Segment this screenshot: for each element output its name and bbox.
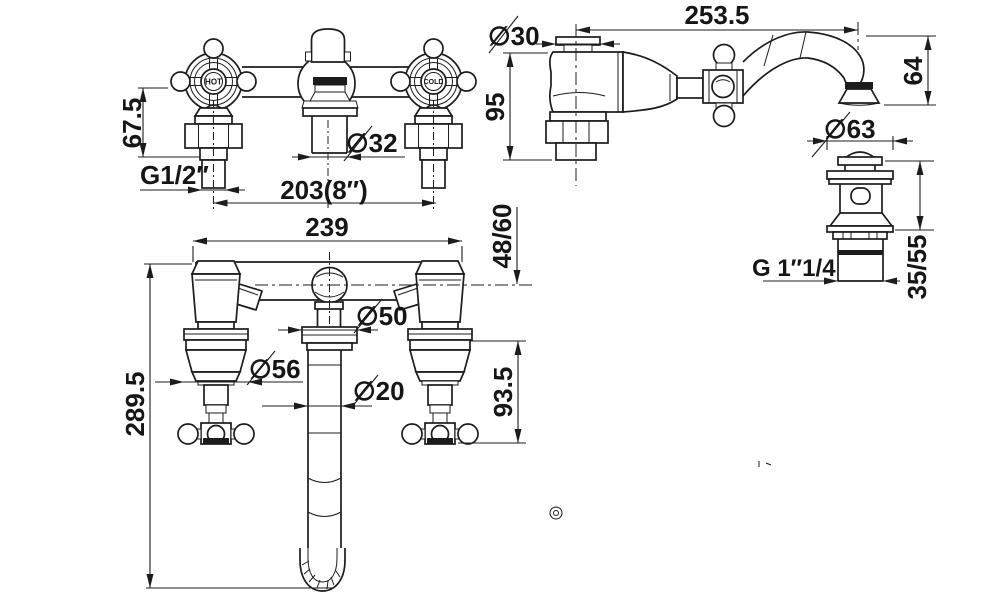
front-view-wall-mount-faucet: HOT COLD 67.5 G1/2″ ∅32 — [117, 28, 477, 210]
spout-shank — [311, 116, 348, 154]
side-view-faucet: ∅30 253.5 95 64 — [480, 0, 936, 186]
tube-end-coupling — [299, 548, 346, 592]
svg-text:G 1″1/4: G 1″1/4 — [752, 255, 836, 282]
spout-riser — [310, 28, 346, 63]
dim-escutcheon-diameter: ∅30 — [488, 15, 620, 54]
speck-marks — [758, 461, 772, 467]
svg-text:∅20: ∅20 — [353, 376, 405, 406]
dim-flange-diameter: ∅63 — [807, 111, 913, 158]
overflow-slot — [850, 187, 871, 205]
spout-outlet — [837, 88, 881, 104]
dim-body-height: 67.5 — [117, 87, 200, 158]
svg-text:48/60: 48/60 — [487, 203, 517, 268]
dim-deck-range: 48/60 — [487, 203, 521, 284]
dim-center-flange-diameter: ∅50 — [278, 298, 408, 334]
spout-curve — [742, 31, 865, 89]
dim-spout-diameter: ∅32 — [292, 125, 405, 162]
svg-text:64: 64 — [898, 56, 928, 85]
svg-text:203(8″): 203(8″) — [280, 175, 368, 205]
dim-handle-height: 93.5 — [458, 340, 526, 444]
drain-waste-view: ∅63 G 1″1/4 35/5 — [752, 111, 934, 300]
svg-text:∅32: ∅32 — [346, 128, 398, 158]
svg-text:289.5: 289.5 — [120, 371, 150, 436]
waste-thread-shank — [837, 239, 884, 282]
svg-text:93.5: 93.5 — [488, 367, 518, 418]
drain-flange — [826, 170, 894, 180]
svg-text:35/55: 35/55 — [902, 234, 932, 299]
left-valve-assembly — [177, 260, 263, 445]
right-valve-assembly — [393, 260, 479, 445]
svg-text:253.5: 253.5 — [684, 0, 749, 30]
hot-handle-label: HOT — [205, 78, 222, 87]
svg-text:∅50: ∅50 — [356, 301, 408, 331]
dim-escutcheon-diameter-bottom: ∅56 — [155, 350, 303, 386]
dim-body-depth: 95 — [480, 52, 552, 161]
registration-mark — [549, 506, 563, 520]
svg-text:239: 239 — [305, 212, 348, 242]
dim-inlet-thread: G1/2″ — [140, 160, 245, 194]
valve-body — [549, 51, 624, 113]
svg-text:67.5: 67.5 — [117, 98, 147, 149]
cold-handle-label: COLD — [424, 79, 444, 86]
dim-clamp-range: 35/55 — [885, 160, 934, 300]
supply-tube — [307, 350, 342, 548]
dim-waste-thread: G 1″1/4 — [752, 255, 900, 285]
dim-hole-centers: 203(8″) — [213, 175, 436, 207]
bottom-view-deck-mount: 239 48/60 ∅50 ∅56 — [120, 203, 532, 592]
svg-text:∅56: ∅56 — [249, 354, 301, 384]
dim-overall-height: 289.5 — [120, 263, 332, 589]
svg-text:∅63: ∅63 — [824, 114, 876, 144]
dim-overall-width: 239 — [192, 212, 463, 262]
svg-text:95: 95 — [480, 93, 510, 122]
svg-text:G1/2″: G1/2″ — [140, 160, 209, 190]
dim-spout-drop: 64 — [866, 35, 936, 106]
dim-tube-diameter: ∅20 — [262, 374, 405, 410]
dim-spout-reach: 253.5 — [576, 0, 858, 34]
svg-text:∅30: ∅30 — [488, 21, 540, 51]
